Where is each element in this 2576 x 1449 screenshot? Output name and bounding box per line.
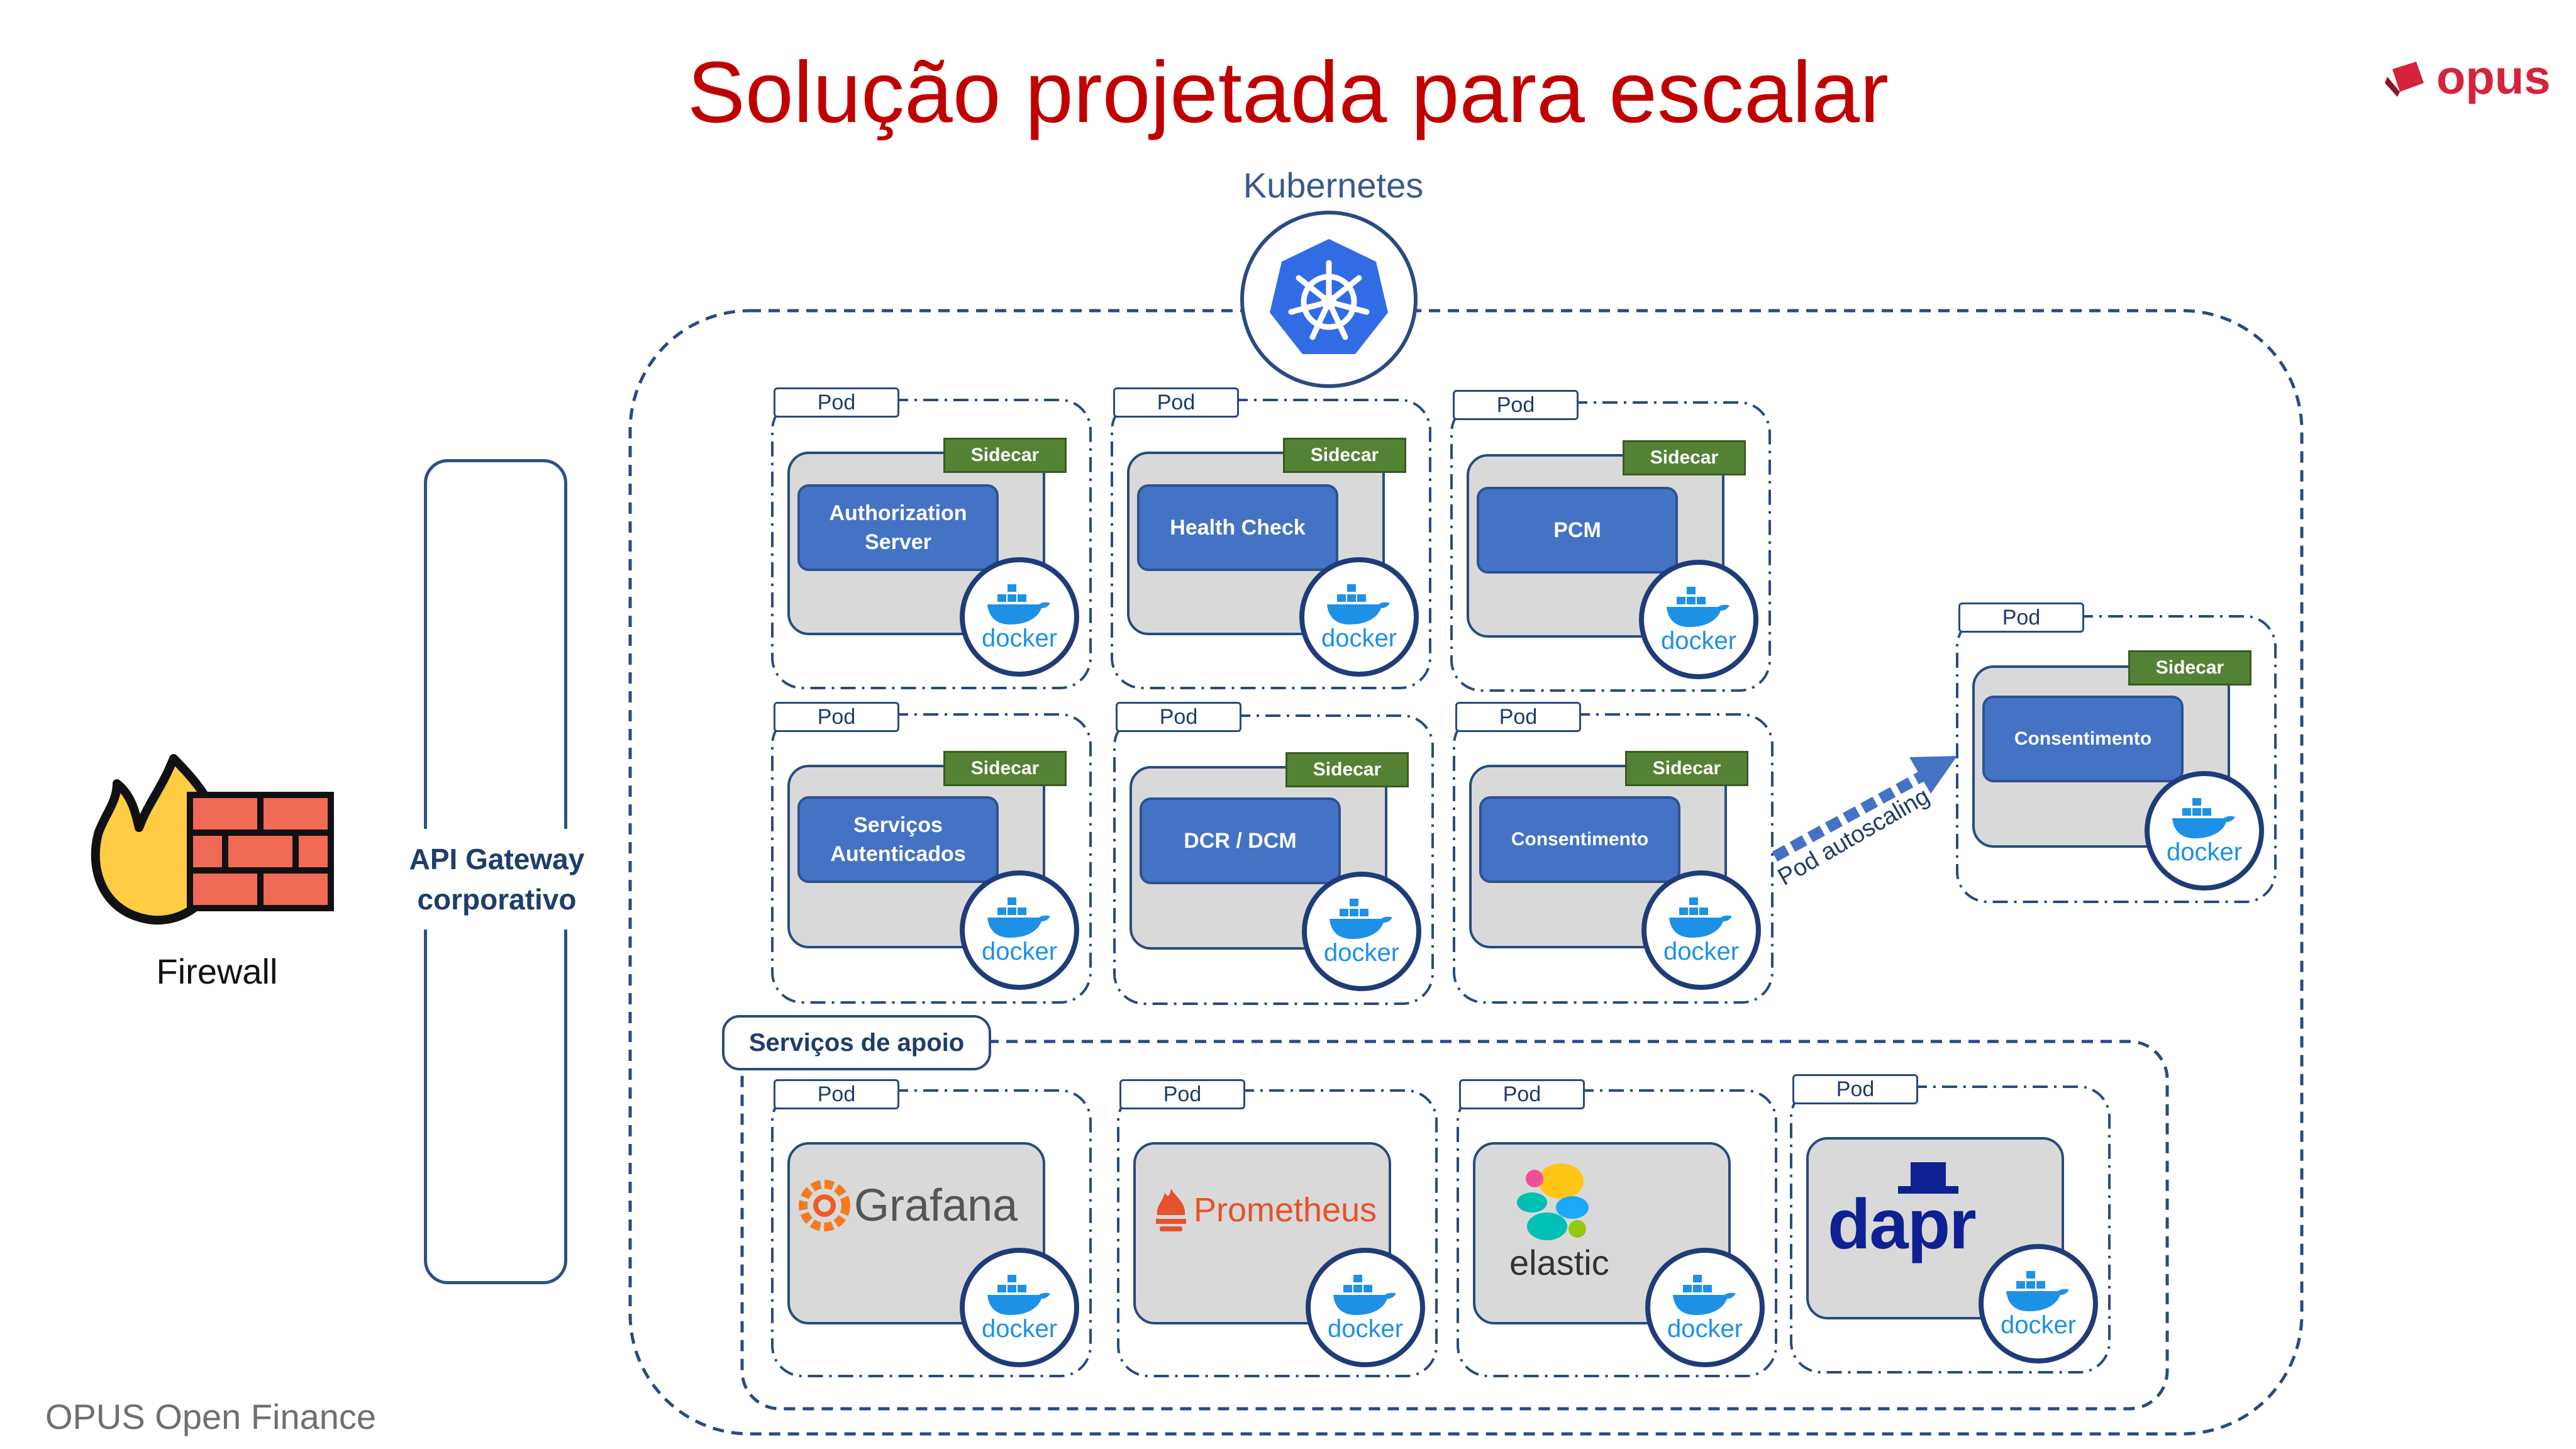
support-services-group-border <box>740 1040 2169 1411</box>
docker-label: docker <box>1323 939 1400 967</box>
pod-tab: Pod <box>1116 702 1241 732</box>
prometheus-label: Prometheus <box>1194 1191 1377 1229</box>
docker-badge: docker <box>1639 560 1758 679</box>
docker-label: docker <box>1660 627 1737 655</box>
grafana-logo: Grafana <box>797 1179 1018 1233</box>
prometheus-icon <box>1156 1189 1186 1231</box>
dcr-dcm-service: DCR / DCM <box>1140 797 1341 884</box>
pod-border-health <box>1111 399 1431 689</box>
sidecar-badge: Sidecar <box>2128 650 2251 686</box>
sidecar-badge: Sidecar <box>1285 752 1409 787</box>
pod-tab: Pod <box>774 1079 899 1109</box>
consentimento-scaled-service: Consentimento <box>1982 696 2184 782</box>
opus-logo: opus <box>2384 49 2551 106</box>
sidecar-badge: Sidecar <box>1623 440 1746 475</box>
prometheus-logo: Prometheus <box>1151 1186 1377 1234</box>
docker-badge: docker <box>1302 872 1421 991</box>
kubernetes-icon <box>1270 239 1388 354</box>
opus-logo-icon <box>2385 62 2424 97</box>
slide-title: Solução projetada para escalar <box>687 44 1889 141</box>
opus-logo-text: opus <box>2436 50 2551 104</box>
pod-tab: Pod <box>1119 1079 1245 1109</box>
docker-icon <box>2172 798 2235 838</box>
servicos-autenticados-service: Serviços Autenticados <box>797 796 999 883</box>
docker-badge: docker <box>1645 1248 1765 1367</box>
docker-icon <box>987 584 1050 625</box>
pod-border-consentimento-scaled <box>1956 615 2277 903</box>
docker-icon <box>1330 899 1392 939</box>
docker-label: docker <box>1321 625 1397 652</box>
dapr-logo: dapr <box>1828 1162 1979 1275</box>
pod-border-servicos <box>771 713 1092 1004</box>
api-gateway-label: API Gateway corporativo <box>384 829 610 930</box>
firewall-icon <box>91 754 334 925</box>
pod-border-grafana <box>771 1089 1092 1377</box>
docker-badge: docker <box>960 870 1079 990</box>
pod-tab: Pod <box>774 702 899 732</box>
docker-badge: docker <box>960 1248 1079 1367</box>
sidecar-badge: Sidecar <box>943 438 1067 473</box>
authorization-server-service: Authorization Server <box>797 484 999 571</box>
sidecar-badge: Sidecar <box>943 751 1067 786</box>
pod-border-pcm <box>1450 401 1771 692</box>
docker-label: docker <box>2000 1311 2077 1339</box>
docker-badge: docker <box>960 557 1079 677</box>
pod-tab: Pod <box>1792 1074 1918 1104</box>
grafana-icon <box>799 1180 850 1231</box>
docker-label: docker <box>1663 938 1740 965</box>
docker-badge: docker <box>1306 1248 1425 1367</box>
pod-border-elastic <box>1457 1089 1777 1377</box>
autoscaling-arrow-head <box>1909 756 1957 794</box>
docker-label: docker <box>981 1315 1058 1343</box>
pod-tab: Pod <box>1453 390 1579 420</box>
firewall-label: Firewall <box>156 952 278 991</box>
docker-icon <box>1327 584 1390 625</box>
docker-icon <box>1669 897 1732 938</box>
pod-border-prometheus <box>1117 1089 1438 1377</box>
docker-label: docker <box>981 938 1058 965</box>
elastic-icon <box>1517 1163 1589 1240</box>
docker-label: docker <box>1327 1315 1404 1343</box>
elastic-logo: elastic <box>1509 1161 1623 1283</box>
docker-icon <box>987 897 1050 938</box>
pod-tab: Pod <box>1455 702 1581 732</box>
consentimento-service: Consentimento <box>1479 796 1680 883</box>
docker-icon <box>2006 1271 2069 1311</box>
sidecar-badge: Sidecar <box>1283 438 1406 473</box>
pcm-service: PCM <box>1477 487 1678 574</box>
pod-border-dcr <box>1113 714 1434 1005</box>
footer-text: OPUS Open Finance <box>45 1397 377 1436</box>
pod-tab: Pod <box>1958 602 2084 633</box>
docker-icon <box>1673 1275 1736 1315</box>
kubernetes-cluster-border <box>628 309 2304 1436</box>
pod-border-authorization <box>771 399 1092 689</box>
autoscaling-arrow-line <box>1772 770 1928 862</box>
docker-badge: docker <box>1299 557 1419 677</box>
pod-border-dapr <box>1790 1085 2111 1374</box>
support-services-label: Serviços de apoio <box>722 1015 991 1070</box>
kubernetes-label: Kubernetes <box>1243 165 1424 205</box>
docker-icon <box>1333 1275 1396 1315</box>
docker-badge: docker <box>1979 1244 2098 1363</box>
docker-label: docker <box>2166 838 2243 866</box>
kubernetes-logo <box>1240 211 1418 388</box>
sidecar-badge: Sidecar <box>1625 751 1748 786</box>
dapr-hat-icon <box>1898 1162 1958 1194</box>
docker-badge: docker <box>1641 870 1761 990</box>
docker-label: docker <box>1667 1315 1743 1343</box>
docker-icon <box>987 1275 1050 1315</box>
grafana-label: Grafana <box>854 1180 1018 1231</box>
health-check-service: Health Check <box>1137 484 1338 571</box>
docker-label: docker <box>981 625 1058 652</box>
dapr-label: dapr <box>1828 1185 1977 1263</box>
pod-tab: Pod <box>774 387 899 418</box>
docker-badge: docker <box>2145 771 2264 891</box>
elastic-label: elastic <box>1509 1243 1609 1282</box>
pod-tab: Pod <box>1459 1079 1585 1109</box>
pod-tab: Pod <box>1113 387 1239 418</box>
docker-icon <box>1667 587 1729 627</box>
pod-border-consentimento <box>1453 713 1774 1004</box>
